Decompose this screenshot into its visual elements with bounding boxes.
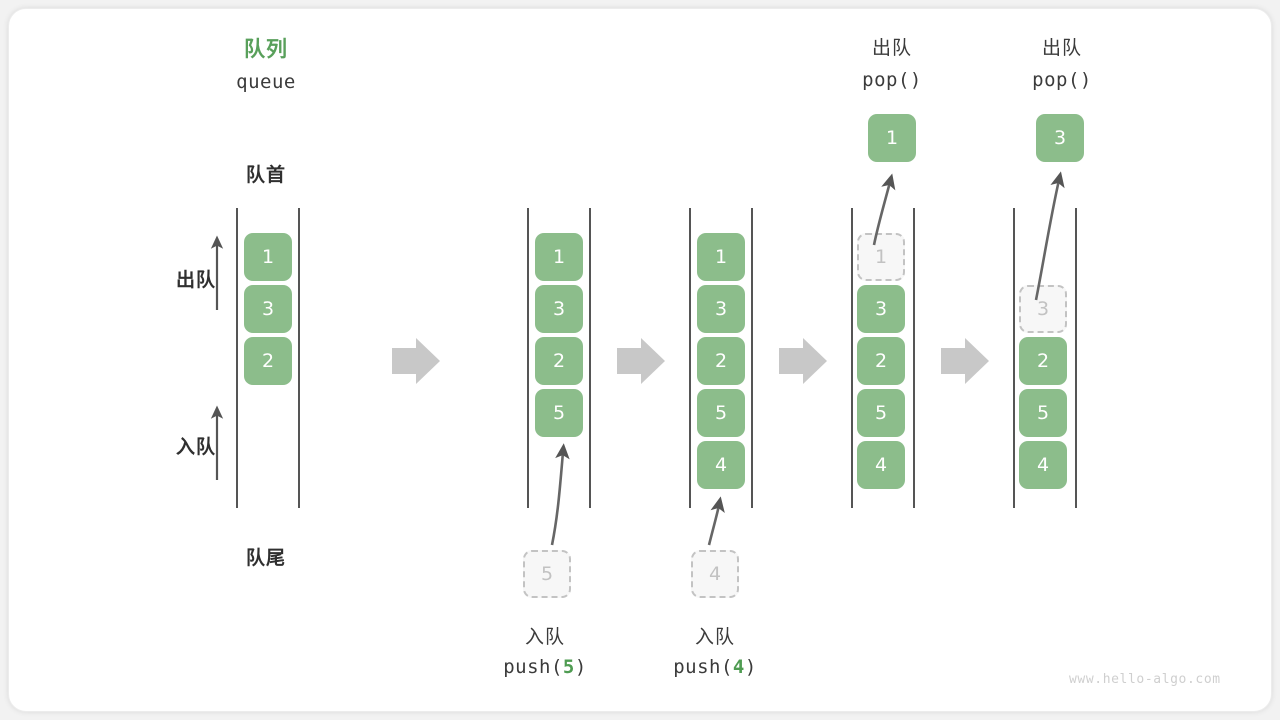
queue-cell: 4 [857,441,905,489]
queue-head-label: 队首 [245,164,286,186]
queue-cell: 1 [244,233,292,281]
push-4-code-prefix: push( [673,656,733,678]
queue-floating-cell: 5 [523,550,571,598]
push-5-caption-cn: 入队 [524,626,565,648]
pop-3-code-prefix: pop( [1032,69,1080,91]
dequeue-side-label: 出队 [175,269,216,291]
pop-3-caption-code: pop() [982,69,1142,91]
queue-rail-right [1075,208,1077,508]
watermark: www.hello-algo.com [1069,672,1221,687]
queue-cell: 3 [535,285,583,333]
queue-cell: 5 [535,389,583,437]
pop-1-code-suffix: ) [909,69,922,91]
push-4-caption-cn: 入队 [694,626,735,648]
pop-1-caption-code: pop() [812,69,972,91]
queue-cell: 2 [1019,337,1067,385]
queue-rail-left [851,208,853,508]
queue-title-cn: 队列 [244,37,288,61]
queue-title-en: queue [236,71,296,93]
queue-cell: 2 [244,337,292,385]
queue-cell: 1 [857,233,905,281]
queue-cell: 2 [857,337,905,385]
queue-popped-cell: 1 [868,114,916,162]
queue-cell: 5 [697,389,745,437]
queue-rail-left [1013,208,1015,508]
queue-cell: 4 [1019,441,1067,489]
pop-1-code-prefix: pop( [862,69,910,91]
queue-floating-cell: 4 [691,550,739,598]
queue-cell: 3 [244,285,292,333]
diagram-card [8,8,1272,712]
push-4-code-suffix: ) [744,656,757,678]
pop-3-code-suffix: ) [1079,69,1092,91]
queue-cell: 3 [697,285,745,333]
push-5-code-suffix: ) [574,656,587,678]
queue-cell: 5 [857,389,905,437]
queue-cell: 2 [697,337,745,385]
pop-3-caption-cn: 出队 [1041,37,1082,59]
queue-rail-right [589,208,591,508]
queue-rail-right [751,208,753,508]
pop-1-caption-cn: 出队 [871,37,912,59]
queue-cell: 5 [1019,389,1067,437]
queue-cell: 2 [535,337,583,385]
queue-rail-right [913,208,915,508]
push-5-code-num: 5 [562,656,575,678]
queue-cell: 4 [697,441,745,489]
push-5-code-prefix: push( [503,656,563,678]
enqueue-side-label: 入队 [175,436,216,458]
queue-cell: 3 [1019,285,1067,333]
queue-cell: 1 [535,233,583,281]
push-4-code-num: 4 [732,656,745,678]
queue-rail-left [527,208,529,508]
queue-cell: 1 [697,233,745,281]
queue-rail-left [689,208,691,508]
queue-tail-label: 队尾 [245,547,286,569]
push-4-caption-code: push(4) [635,656,795,678]
push-5-caption-code: push(5) [465,656,625,678]
queue-popped-cell: 3 [1036,114,1084,162]
queue-cell: 3 [857,285,905,333]
queue-rail-left [236,208,238,508]
queue-rail-right [298,208,300,508]
